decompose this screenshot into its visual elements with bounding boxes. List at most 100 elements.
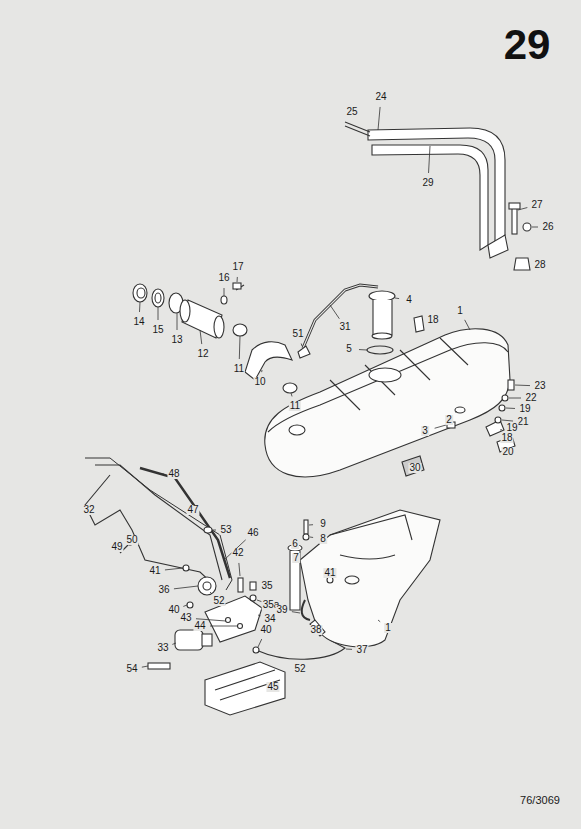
callout-number: 11: [233, 364, 245, 374]
callout-number: 32: [82, 505, 95, 515]
callout-number: 35: [260, 581, 273, 591]
leader-line: [310, 537, 313, 538]
callout-number: 7: [292, 553, 300, 563]
callout-number: 6: [291, 539, 299, 549]
leader-line: [200, 330, 202, 344]
callout-number: 3: [421, 426, 429, 436]
callout-number: 47: [186, 505, 199, 515]
callout-number: 14: [132, 317, 145, 327]
leader-line: [172, 643, 176, 644]
callout-number: 40: [259, 625, 272, 635]
callout-number: 45: [266, 682, 279, 692]
callout-number: 24: [374, 92, 387, 102]
leader-line: [139, 302, 141, 312]
callout-number: 33: [156, 643, 169, 653]
leader-line: [174, 586, 198, 589]
callout-number: 41: [148, 566, 161, 576]
leader-line: [509, 398, 521, 399]
callout-number: 16: [217, 273, 230, 283]
leader-line: [395, 298, 399, 300]
leader-line: [301, 343, 303, 346]
callout-number: 34: [263, 614, 276, 624]
leader-line: [158, 307, 159, 320]
page-number: 29: [504, 24, 551, 66]
leader-line: [518, 208, 527, 210]
callout-number: 44: [193, 621, 206, 631]
leader-line: [213, 530, 216, 531]
callout-number: 11: [289, 401, 301, 411]
callout-number: 17: [231, 262, 244, 272]
leader-line: [239, 563, 240, 576]
leader-line: [378, 107, 380, 130]
leader-line: [506, 408, 515, 409]
sender-unit: [367, 291, 424, 354]
leader-line: [532, 227, 538, 228]
callout-number: 38: [309, 625, 322, 635]
leader-line: [309, 524, 313, 525]
callout-number: 13: [170, 335, 183, 345]
callout-number: 23: [533, 381, 546, 391]
leader-line: [177, 313, 178, 330]
callout-number: 46: [246, 528, 259, 538]
leader-line: [292, 612, 300, 613]
callout-number: 19: [505, 423, 518, 433]
callout-number: 22: [524, 393, 537, 403]
filler-parts: [133, 283, 297, 393]
leader-line: [258, 615, 261, 617]
callout-number: 49: [110, 542, 123, 552]
leader-line: [465, 320, 470, 330]
leader-line: [165, 568, 183, 570]
leader-line: [210, 626, 238, 627]
callout-number: 30: [408, 463, 421, 473]
leader-line: [456, 411, 457, 413]
tank-strap: [345, 122, 531, 270]
callout-number: 25: [345, 107, 358, 117]
callout-number: 10: [253, 377, 266, 387]
drawing-number: 76/3069: [519, 795, 561, 806]
callout-number: 39: [275, 605, 288, 615]
callout-number: 37: [355, 645, 368, 655]
leader-line: [239, 336, 241, 359]
leader-line: [291, 393, 292, 396]
callout-number: 9: [319, 519, 327, 529]
callout-number: 18: [426, 315, 439, 325]
fuel-lines: [85, 458, 232, 608]
callout-number: 54: [125, 664, 138, 674]
callout-number: 18: [500, 433, 513, 443]
callout-number: 1: [384, 623, 392, 633]
leader-line: [160, 474, 164, 475]
callout-number: 27: [530, 200, 543, 210]
callout-number: 53: [219, 525, 232, 535]
callout-number: 1: [456, 306, 464, 316]
leader-line: [435, 425, 446, 428]
callout-number: 12: [196, 349, 209, 359]
callout-number: 28: [533, 260, 546, 270]
leader-line: [142, 666, 148, 667]
fuel-tank: [265, 329, 515, 477]
leader-line: [359, 349, 367, 350]
callout-number: 52: [212, 596, 225, 606]
leader-line: [378, 620, 380, 622]
callout-number: 48: [167, 469, 180, 479]
callout-number: 8: [319, 534, 327, 544]
callout-number: 2: [445, 415, 453, 425]
leader-line: [346, 649, 352, 650]
leader-line: [502, 420, 513, 421]
leader-line: [330, 305, 339, 319]
callout-number: 51: [291, 329, 304, 339]
leader-line: [515, 385, 530, 387]
callout-number: 15: [151, 325, 164, 335]
leader-line: [210, 592, 212, 594]
callout-number: 43: [179, 613, 192, 623]
callout-number: 19: [518, 404, 531, 414]
leader-line: [258, 639, 262, 647]
callout-number: 52: [293, 664, 306, 674]
callout-number: 31: [338, 322, 351, 332]
leader-line: [500, 429, 502, 430]
leader-line: [237, 277, 238, 282]
leader-line: [224, 288, 225, 296]
leader-line: [183, 605, 187, 606]
leader-line: [429, 146, 430, 173]
